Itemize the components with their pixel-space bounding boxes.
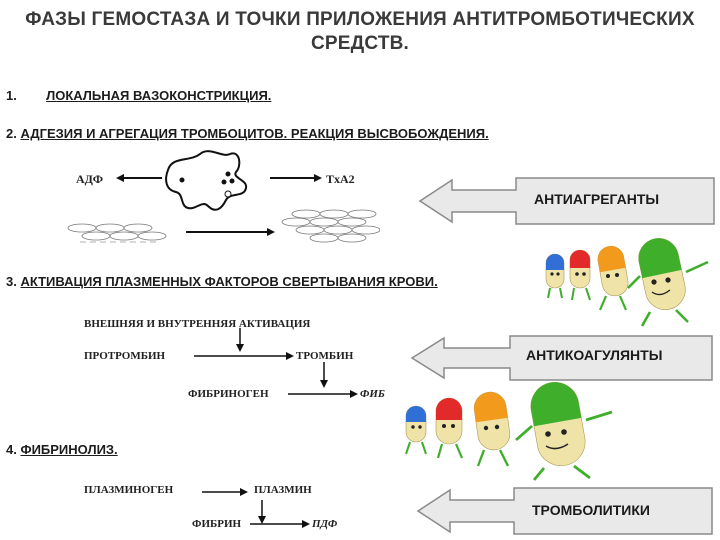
platelet-granule [221, 179, 227, 185]
pill-green-icon [515, 382, 613, 481]
phase-1-label: ЛОКАЛЬНАЯ ВАЗОКОНСТРИКЦИЯ. [46, 88, 272, 103]
plasmin-label: ПЛАЗМИН [254, 484, 312, 496]
adp-label: АДФ [76, 172, 104, 186]
platelet-granule [225, 171, 231, 177]
pill-red-icon [435, 397, 464, 459]
platelet-aggregation-diagram [67, 150, 380, 243]
adp-arrowhead [116, 174, 124, 182]
thrombin-label: ТРОМБИН [296, 350, 354, 362]
pill-blue-icon [405, 405, 427, 455]
antiplatelet-label: АНТИАГРЕГАНТЫ [534, 191, 660, 207]
pill-blue-icon [545, 253, 565, 299]
activation-label: ВНЕШНЯЯ И ВНУТРЕННЯЯ АКТИВАЦИЯ [84, 318, 311, 330]
prothrombin-label: ПРОТРОМБИН [84, 350, 166, 362]
pill-red-icon [569, 249, 591, 301]
thrombin-arrowhead [320, 380, 328, 388]
phase-3-label: АКТИВАЦИЯ ПЛАЗМЕННЫХ ФАКТОРОВ СВЕРТЫВАНИ… [20, 274, 438, 289]
resting-platelets-cluster [67, 223, 167, 241]
anticoagulants-label: АНТИКОАГУЛЯНТЫ [526, 347, 663, 363]
page-title: ФАЗЫ ГЕМОСТАЗА И ТОЧКИ ПРИЛОЖЕНИЯ АНТИТР… [0, 8, 720, 56]
coagulation-cascade-arrows [194, 328, 358, 398]
plasminogen-label: ПЛАЗМИНОГЕН [84, 484, 174, 496]
title-line-2: СРЕДСТВ. [310, 33, 410, 54]
cartoon-pills-illustration-2 [405, 382, 613, 481]
thrombolytics-arrow-shape [416, 487, 713, 535]
antiplatelet-arrow [418, 177, 715, 225]
thrombolytics-label: ТРОМБОЛИТИКИ [532, 502, 650, 518]
phase-2-number: 2. [6, 126, 17, 141]
fibrin-partial-label: ФИБ [360, 388, 385, 400]
txa2-arrowhead [314, 174, 322, 182]
platelet-granule [229, 178, 235, 184]
activation-arrowhead [236, 344, 244, 352]
fibrin-label: ФИБРИН [192, 518, 242, 530]
phase-1-heading: 1. ЛОКАЛЬНАЯ ВАЗОКОНСТРИКЦИЯ. [6, 88, 271, 103]
fibrinolysis-arrows [202, 488, 310, 528]
cartoon-pills-illustration [545, 238, 709, 327]
aggregated-platelets-cluster [281, 209, 380, 243]
anticoagulants-arrow-shape [410, 335, 713, 381]
fibrinogen-label: ФИБРИНОГЕН [188, 388, 269, 400]
phase-2-label: АДГЕЗИЯ И АГРЕГАЦИЯ ТРОМБОЦИТОВ. РЕАКЦИЯ… [20, 126, 489, 141]
pdf-label: ПДФ [312, 518, 338, 530]
phase-4-label: ФИБРИНОЛИЗ. [20, 442, 118, 457]
pill-green-icon [627, 238, 709, 327]
phase-3-number: 3. [6, 274, 17, 289]
platelet-granule [224, 190, 232, 198]
anticoagulants-arrow [410, 335, 713, 381]
antiplatelet-arrow-shape [418, 177, 715, 225]
phase-2-heading: 2. АДГЕЗИЯ И АГРЕГАЦИЯ ТРОМБОЦИТОВ. РЕАК… [6, 126, 489, 141]
aggregation-arrowhead [267, 228, 275, 236]
phase-4-number: 4. [6, 442, 17, 457]
platelet-granule [179, 177, 185, 183]
title-line-1: ФАЗЫ ГЕМОСТАЗА И ТОЧКИ ПРИЛОЖЕНИЯ АНТИТР… [25, 9, 695, 30]
phase-3-heading: 3. АКТИВАЦИЯ ПЛАЗМЕННЫХ ФАКТОРОВ СВЕРТЫВ… [6, 274, 438, 289]
txa2-label: TxA2 [326, 172, 355, 186]
pill-orange-icon [597, 245, 629, 311]
plasmin-arrowhead [258, 516, 266, 524]
phase-4-heading: 4. ФИБРИНОЛИЗ. [6, 442, 118, 457]
phase-1-number: 1. [6, 88, 17, 103]
thrombolytics-arrow [416, 487, 713, 535]
pill-orange-icon [473, 391, 511, 467]
